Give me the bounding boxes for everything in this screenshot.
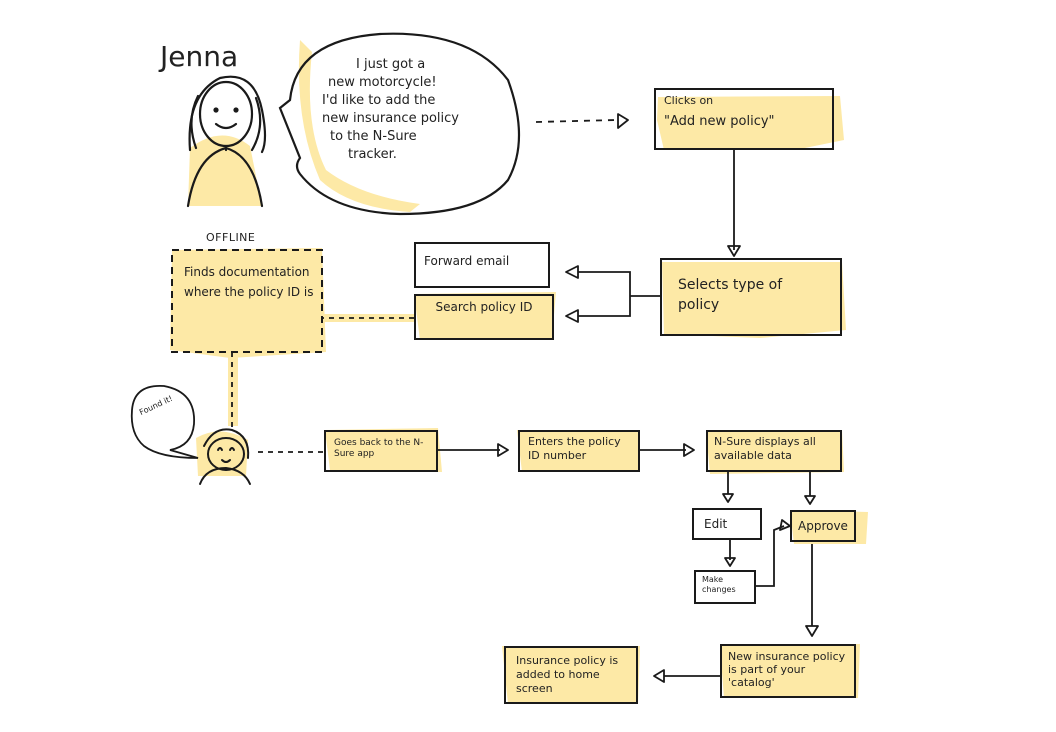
highlight-added <box>502 646 640 704</box>
highlight-marks <box>170 40 868 704</box>
step-approve: Approve <box>790 510 856 542</box>
speech-line: I just got a <box>356 57 426 72</box>
highlight-enters-id <box>517 430 640 472</box>
highlight-displays <box>706 430 844 474</box>
speech-line: to the N-Sure <box>330 129 417 144</box>
step-clicks-on-label: Clicks on <box>664 94 714 107</box>
link-select-branch <box>578 271 660 317</box>
highlight-small-face <box>196 431 248 476</box>
highlight-approve <box>790 510 868 544</box>
speech-bubble <box>278 32 521 216</box>
step-finds-documentation: Finds documentation where the policy ID … <box>184 265 314 299</box>
highlight-goes-back <box>325 428 442 472</box>
connectors <box>231 119 813 677</box>
step-goes-back: Goes back to the N-Sure app <box>324 430 438 472</box>
step-enters-policy-id: Enters the policy ID number <box>518 430 640 472</box>
highlight-dotted-link <box>322 314 414 322</box>
speech-line: new insurance policy <box>322 111 459 126</box>
option-search-policy-id: Search policy ID <box>414 294 554 340</box>
speech-text: I just got a new motorcycle! I'd like to… <box>322 56 522 164</box>
arrow-heads <box>497 113 819 683</box>
step-add-new-policy: Clicks on "Add new policy" <box>654 88 834 150</box>
persona-name: Jenna <box>160 40 239 73</box>
highlight-selects-type <box>662 262 846 338</box>
speech-line: new motorcycle! <box>328 75 437 90</box>
step-new-policy-catalog: New insurance policy is part of your 'ca… <box>720 644 856 698</box>
highlight-offline <box>170 248 326 358</box>
link-changes-to-approve <box>756 525 785 587</box>
step-policy-added: Insurance policy is added to home screen <box>504 646 638 704</box>
step-selects-type: Selects type of policy <box>660 258 842 336</box>
step-make-changes: Make changes <box>694 570 756 604</box>
highlight-jenna-body <box>188 135 262 206</box>
link-speech-to-click <box>535 119 617 123</box>
step-edit: Edit <box>692 508 762 540</box>
highlight-catalog <box>720 644 860 698</box>
highlight-add-policy <box>657 96 844 150</box>
option-forward-email: Forward email <box>414 242 550 288</box>
persona-jenna-figure <box>186 75 267 208</box>
highlight-search-policy <box>414 292 556 340</box>
speech-line: I'd like to add the <box>322 93 436 108</box>
offline-box-frame <box>171 249 323 353</box>
highlight-vertical-link <box>228 350 238 426</box>
offline-label: OFFLINE <box>206 231 256 244</box>
found-it-bubble <box>130 385 199 459</box>
speech-line: tracker. <box>348 147 397 162</box>
step-displays-data: N-Sure displays all available data <box>706 430 842 472</box>
persona-jenna-small <box>199 428 251 485</box>
step-add-new-policy-label: "Add new policy" <box>664 113 775 129</box>
